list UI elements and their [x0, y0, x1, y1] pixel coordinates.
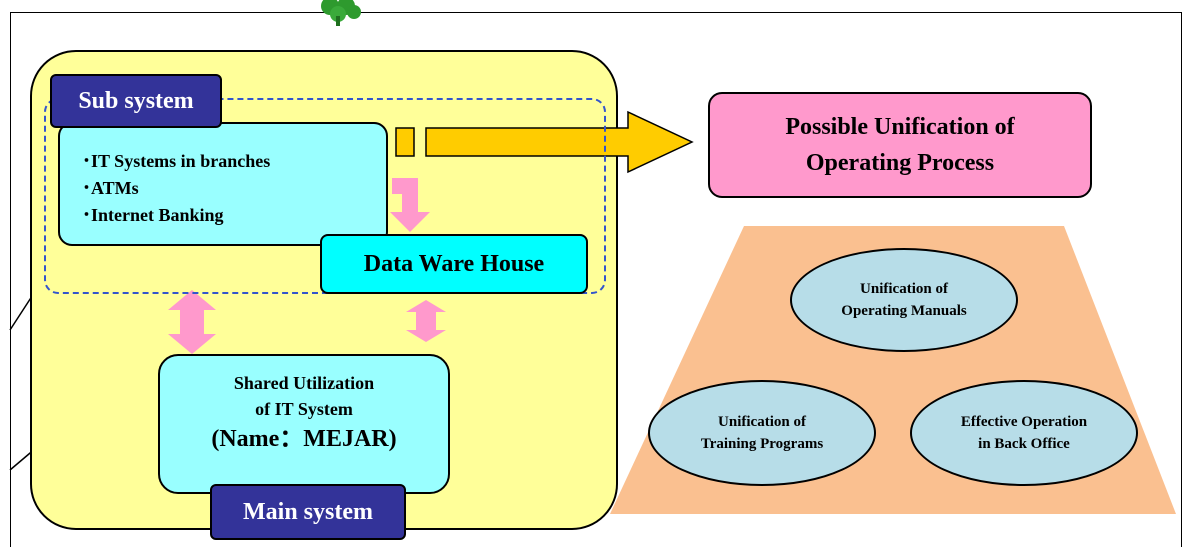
oval-line-2: Operating Manuals [841, 303, 967, 319]
it-systems-box: ･IT Systems in branches ･ATMs ･Internet … [58, 122, 388, 246]
shared-line-3: (Name：MEJAR) [211, 426, 397, 452]
data-warehouse-box: Data Ware House [320, 234, 588, 294]
shared-line-1: Shared Utilization [233, 373, 375, 393]
outer-frame [10, 12, 1182, 547]
oval-line-1: Effective Operation [960, 414, 1088, 430]
it-list-item: ･ATMs [82, 178, 139, 198]
unification-line-1: Possible Unification of [785, 114, 1015, 140]
oval-line-2: in Back Office [978, 436, 1070, 452]
oval-line-2: Training Programs [700, 436, 824, 452]
oval-training-programs: Unification of Training Programs [648, 380, 876, 486]
double-arrow-left [168, 290, 216, 354]
bent-arrow-to-dwh [390, 178, 430, 232]
it-list-item: ･IT Systems in branches [82, 151, 271, 171]
shared-utilization-box: Shared Utilization of IT System (Name：ME… [158, 354, 450, 494]
oval-line-1: Unification of [718, 414, 806, 430]
double-arrow-right [406, 300, 446, 342]
it-list-item: ･Internet Banking [82, 205, 224, 225]
gold-arrow-tail-block [395, 127, 415, 157]
shared-line-2: of IT System [255, 399, 353, 419]
oval-operating-manuals: Unification of Operating Manuals [790, 248, 1018, 352]
oval-back-office: Effective Operation in Back Office [910, 380, 1138, 486]
oval-line-1: Unification of [860, 281, 948, 297]
main-system-label: Main system [210, 484, 406, 540]
green-clover-icon [321, 0, 361, 26]
unification-line-2: Operating Process [805, 150, 995, 176]
sub-system-label: Sub system [50, 74, 222, 128]
possible-unification-box: Possible Unification of Operating Proces… [708, 92, 1092, 198]
gold-arrow-to-unification [425, 110, 694, 174]
